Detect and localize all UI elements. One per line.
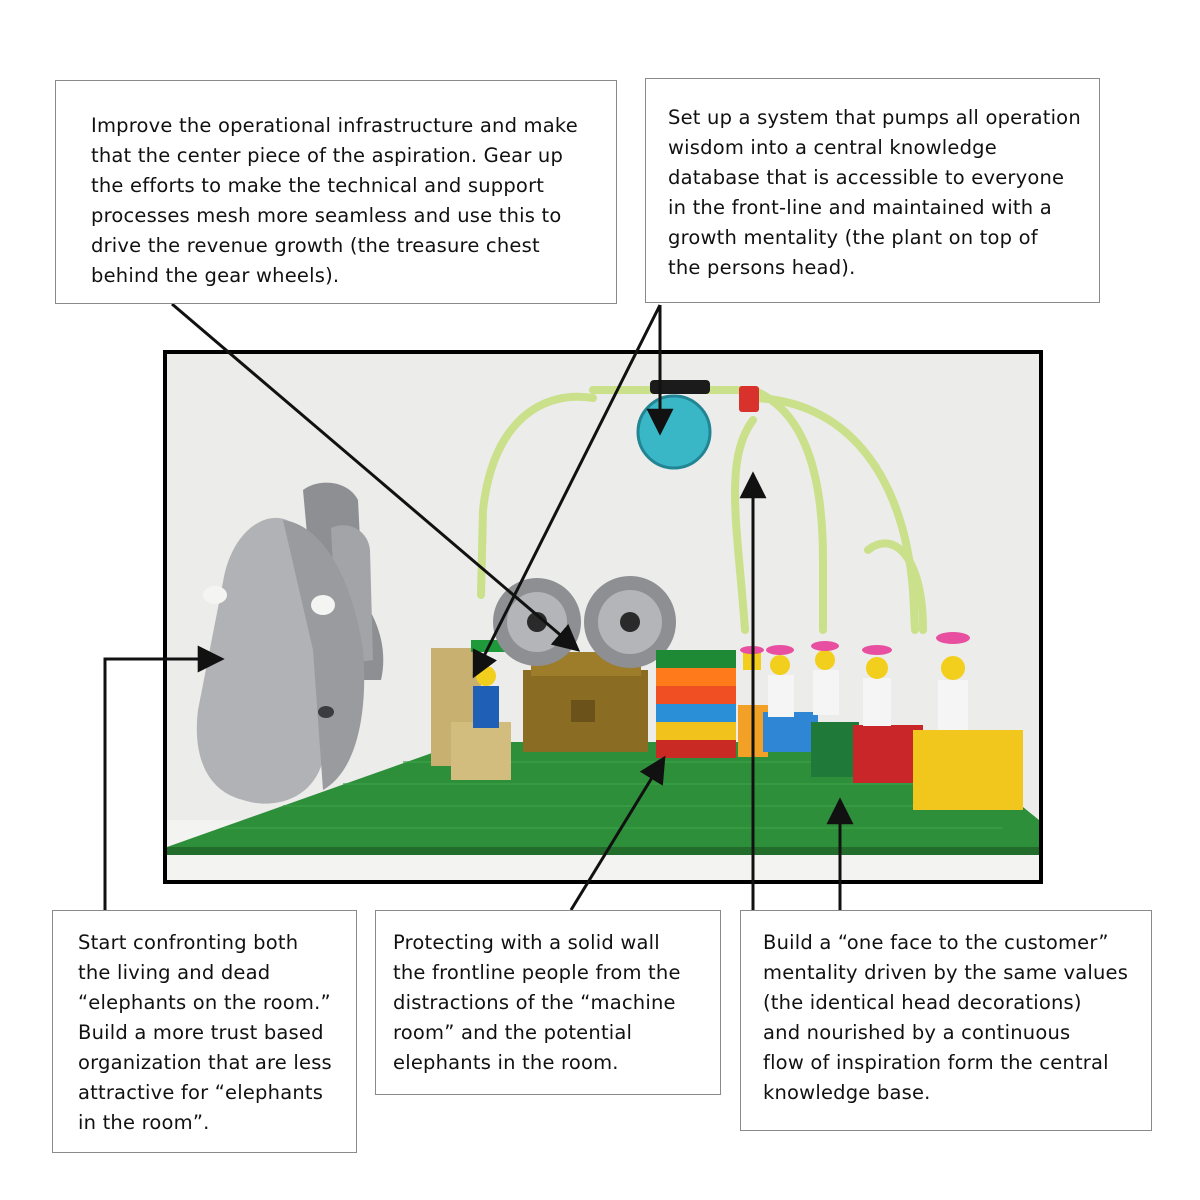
callout-knowledge-database: Set up a system that pumps all operation… (645, 78, 1100, 303)
callout-one-face-customer: Build a “one face to the customer” menta… (740, 910, 1152, 1131)
callout-operational-infrastructure: Improve the operational infrastructure a… (55, 80, 617, 304)
callout-elephants-in-room: Start confronting both the living and de… (52, 910, 357, 1153)
lego-model-photo (163, 350, 1043, 884)
callout-solid-wall: Protecting with a solid wall the frontli… (375, 910, 721, 1095)
brick-wall (656, 650, 736, 758)
